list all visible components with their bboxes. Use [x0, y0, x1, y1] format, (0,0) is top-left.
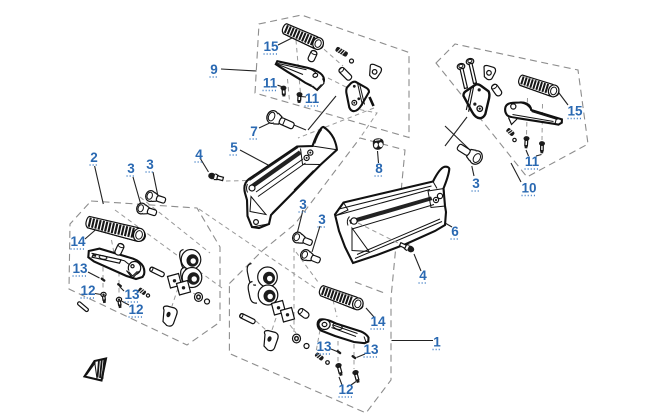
- svg-text:11: 11: [305, 91, 320, 106]
- svg-text:11: 11: [263, 76, 278, 91]
- svg-text:12: 12: [338, 382, 353, 397]
- svg-text:3: 3: [127, 161, 135, 176]
- svg-text:13: 13: [316, 339, 332, 354]
- svg-text:14: 14: [370, 314, 386, 329]
- svg-text:12: 12: [80, 283, 95, 298]
- svg-text:6: 6: [451, 224, 459, 239]
- svg-text:2: 2: [90, 150, 98, 165]
- svg-text:4: 4: [419, 268, 427, 283]
- svg-text:11: 11: [525, 154, 540, 169]
- svg-text:5: 5: [230, 140, 238, 155]
- svg-text:3: 3: [299, 197, 307, 212]
- svg-text:13: 13: [124, 287, 140, 302]
- svg-text:7: 7: [250, 124, 258, 139]
- svg-text:13: 13: [72, 261, 88, 276]
- svg-text:12: 12: [128, 302, 143, 317]
- svg-text:3: 3: [146, 157, 154, 172]
- svg-text:14: 14: [70, 234, 86, 249]
- svg-text:8: 8: [375, 161, 383, 176]
- svg-text:15: 15: [263, 39, 279, 54]
- svg-text:1: 1: [433, 335, 441, 350]
- svg-text:10: 10: [521, 181, 536, 196]
- svg-text:15: 15: [567, 104, 583, 119]
- svg-text:4: 4: [195, 147, 203, 162]
- svg-text:3: 3: [472, 176, 480, 191]
- svg-text:13: 13: [363, 342, 379, 357]
- svg-text:3: 3: [318, 212, 326, 227]
- svg-text:9: 9: [210, 62, 218, 77]
